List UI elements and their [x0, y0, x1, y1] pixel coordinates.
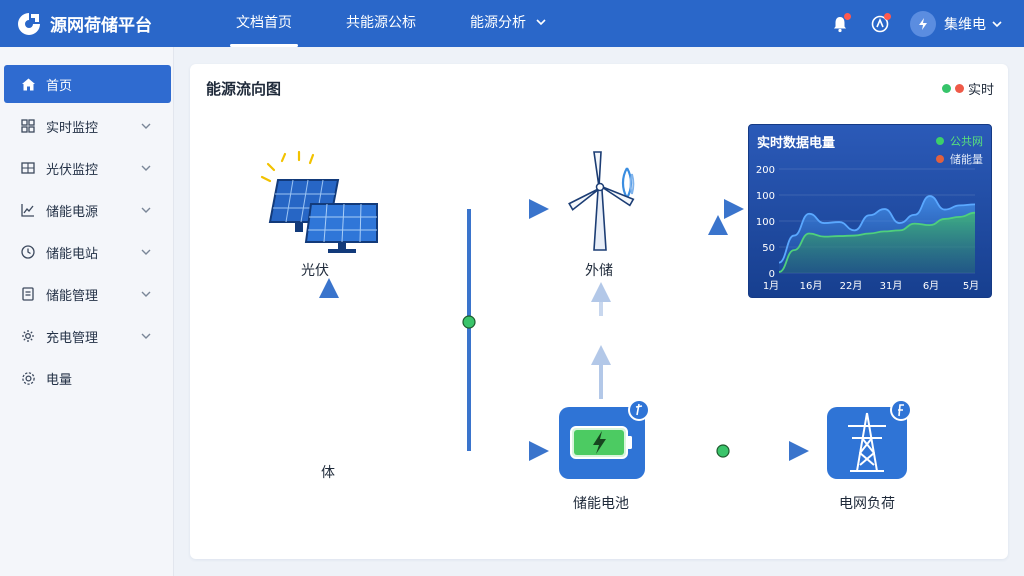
solar-panel-icon: [260, 150, 378, 253]
nav-item-public[interactable]: 共能源公标: [346, 15, 416, 31]
sidebar-item-power[interactable]: 储能电源: [4, 191, 171, 229]
series-line: [778, 195, 976, 264]
panel-title: 实时数据电量: [757, 136, 836, 151]
sidebar-item-station[interactable]: 储能电站: [4, 233, 171, 271]
chevron-down-icon: [141, 123, 151, 129]
message-dot: [884, 12, 891, 20]
top-nav: 文档首页 共能源公标 能源分析: [220, 0, 584, 47]
node-label-solar: 光伏: [301, 263, 329, 279]
junction-node: [462, 315, 476, 329]
series-line: [778, 211, 976, 273]
notification-button[interactable]: [828, 12, 852, 36]
realtime-data-panel[interactable]: 0 50 100 100 200 1月 16月 22月 31月 6月 5月 实时数据电量 公共网 储…: [748, 124, 992, 298]
node-label-grid: 电网负荷: [839, 496, 895, 512]
realtime-indicator[interactable]: 实时: [941, 79, 994, 98]
solar-panel-icon: [20, 160, 36, 176]
top-bar: 源网荷储平台 文档首页 共能源公标 能源分析 集维电: [0, 0, 1024, 47]
sidebar-item-solar[interactable]: 光伏监控: [4, 149, 171, 187]
sidebar-item-monitor[interactable]: 实时监控: [4, 107, 171, 145]
sidebar: 首页 实时监控 光伏监控 储能电源 储能电站 储能管理 充电管理 电量: [0, 47, 174, 576]
energy-flow-diagram: [260, 150, 912, 479]
node-label-battery: 储能电池: [573, 496, 629, 512]
series-area: [779, 212, 975, 273]
chevron-down-icon: [141, 165, 151, 171]
sidebar-item-charging[interactable]: 充电管理: [4, 317, 171, 355]
legend-item: 储能量: [936, 150, 983, 168]
message-button[interactable]: [868, 12, 892, 36]
legend-item: 公共网: [936, 132, 983, 150]
user-menu[interactable]: 集维电: [910, 10, 1002, 37]
sidebar-item-home[interactable]: 首页: [4, 65, 171, 103]
node-label-other: 体: [321, 465, 335, 481]
chart-legend: 公共网 储能量: [936, 132, 983, 168]
settings-icon: [20, 328, 36, 344]
clock-icon: [20, 244, 36, 260]
y-tick-label: 0: [769, 269, 775, 280]
sidebar-item-storage[interactable]: 储能管理: [4, 275, 171, 313]
lightning-icon: [919, 17, 927, 30]
app-title: 源网荷储平台: [50, 16, 152, 36]
logo-icon: [18, 12, 40, 35]
x-tick-label: 1月: [763, 280, 779, 292]
chevron-down-icon: [141, 207, 151, 213]
bell-icon: [834, 16, 846, 32]
chart-icon: [20, 202, 36, 218]
grid-icon: [20, 118, 36, 134]
status-dot-red: [954, 84, 964, 93]
chevron-down-icon: [992, 20, 1002, 27]
home-icon: [20, 76, 36, 92]
energy-flow-card: 能源流向图 实时: [190, 64, 1008, 559]
realtime-area-chart: 0 50 100 100 200 1月 16月 22月 31月 6月 5月: [756, 165, 979, 292]
avatar: [910, 10, 936, 37]
grid-tower-node: [827, 399, 912, 479]
nav-item-home[interactable]: 文档首页: [220, 0, 308, 47]
x-tick-label: 6月: [923, 280, 939, 292]
junction-node: [716, 444, 730, 458]
node-label-wind: 外储: [585, 263, 613, 279]
y-tick-label: 200: [756, 165, 775, 176]
document-icon: [20, 286, 36, 302]
page-title: 能源流向图: [206, 80, 282, 98]
status-dot-green: [941, 84, 951, 93]
y-tick-label: 50: [762, 243, 775, 254]
gear-icon: [20, 370, 36, 386]
x-tick-label: 5月: [963, 280, 979, 292]
message-icon: [871, 15, 889, 32]
brand[interactable]: 源网荷储平台: [0, 11, 180, 37]
x-tick-label: 22月: [840, 280, 863, 292]
x-tick-label: 16月: [800, 280, 823, 292]
chevron-down-icon: [141, 291, 151, 297]
y-tick-label: 100: [756, 191, 775, 202]
user-name: 集维电: [944, 16, 986, 33]
battery-node: [559, 399, 650, 479]
nav-item-analysis[interactable]: 能源分析: [454, 0, 562, 47]
notification-dot: [844, 12, 851, 20]
sidebar-item-energy[interactable]: 电量: [4, 359, 171, 397]
x-tick-label: 31月: [880, 280, 903, 292]
wind-turbine-icon: [568, 151, 635, 251]
chevron-down-icon: [141, 249, 151, 255]
chevron-down-icon: [141, 333, 151, 339]
chevron-down-icon: [536, 19, 547, 26]
y-tick-label: 100: [756, 217, 775, 228]
